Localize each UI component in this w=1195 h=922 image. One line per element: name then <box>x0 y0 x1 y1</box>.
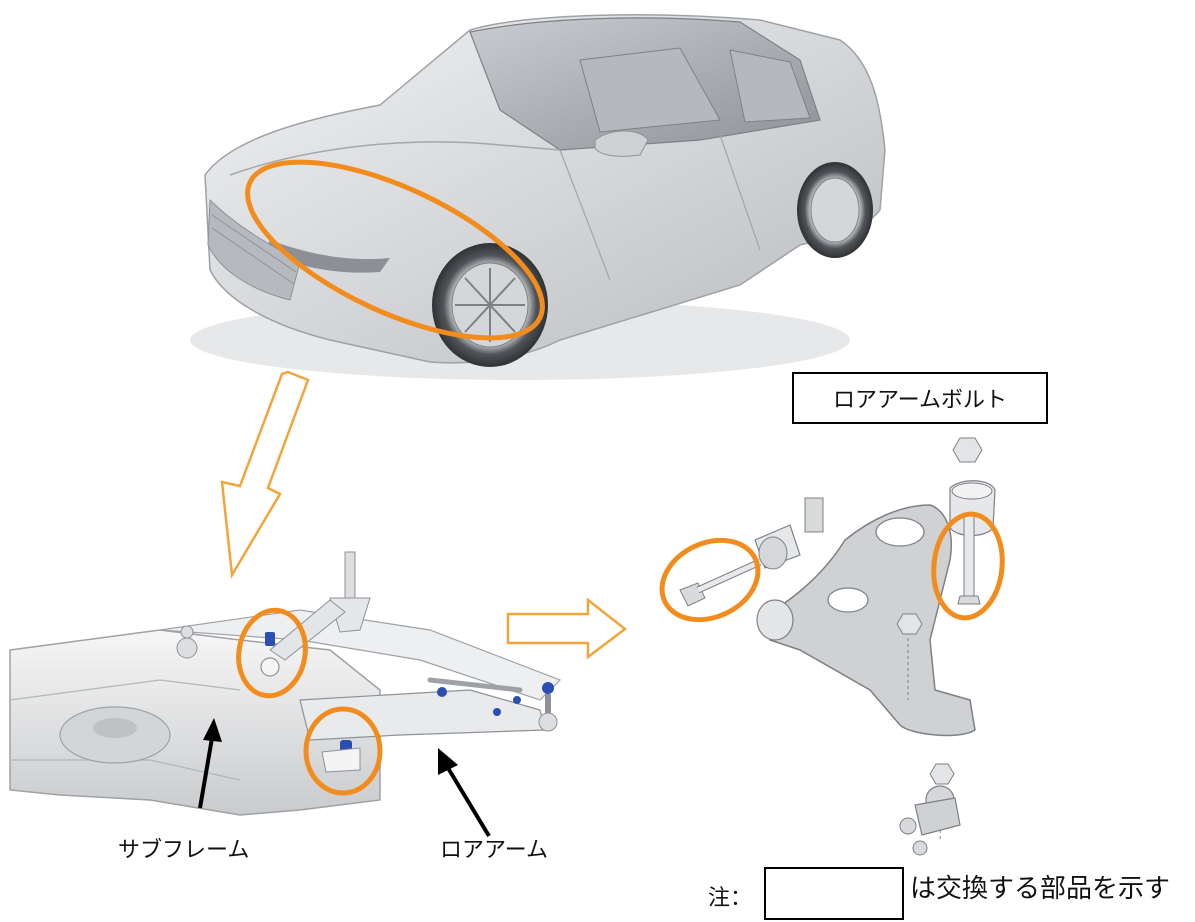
note-legend-box <box>764 867 904 920</box>
lower-arm-label: ロアアーム <box>440 838 549 863</box>
subframe-label: サブフレーム <box>118 838 250 863</box>
car-icon <box>190 14 886 380</box>
arrow-icon <box>220 370 310 579</box>
lower-arm-icon <box>659 437 1005 856</box>
note-suffix: は交換する部品を示す <box>910 874 1171 904</box>
arrow-icon <box>506 597 628 660</box>
subframe-icon <box>9 551 562 838</box>
bolt-callout-box: ロアアームボルト <box>792 372 1048 424</box>
note-prefix: 注： <box>708 886 753 911</box>
bolt-callout-label: ロアアームボルト <box>832 388 1008 413</box>
